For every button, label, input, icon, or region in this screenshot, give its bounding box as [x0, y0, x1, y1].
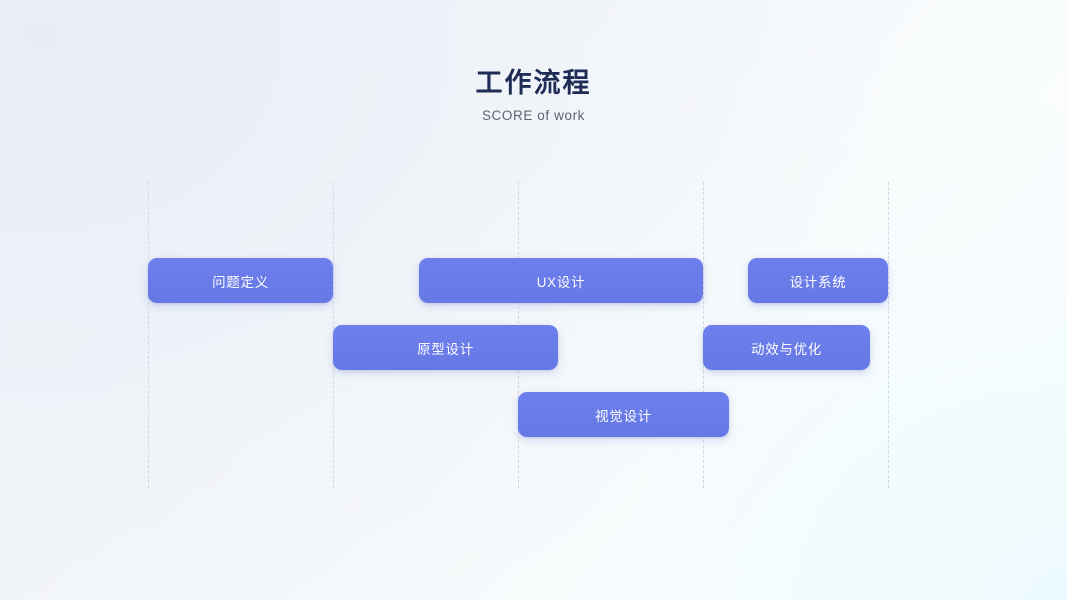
chart-bar[interactable]: 问题定义 — [148, 258, 333, 303]
chart-bar[interactable]: 视觉设计 — [518, 392, 729, 437]
page-subtitle: SCORE of work — [481, 108, 586, 124]
chart-bar-label: 问题定义 — [212, 274, 269, 290]
slide-header: 工作流程 SCORE of work — [0, 68, 1067, 123]
chart-bar[interactable]: UX设计 — [419, 258, 703, 303]
chart-bar-label: 动效与优化 — [751, 341, 822, 357]
chart-bar-label: UX设计 — [536, 274, 586, 290]
chart-bar[interactable]: 设计系统 — [748, 258, 888, 303]
chart-bar[interactable]: 原型设计 — [333, 325, 558, 370]
chart-bar-label: 原型设计 — [417, 341, 474, 357]
chart-bar[interactable]: 动效与优化 — [703, 325, 870, 370]
chart-bar-label: 视觉设计 — [595, 408, 652, 424]
page-title: 工作流程 — [475, 68, 592, 98]
chart-bar-label: 设计系统 — [789, 274, 847, 290]
